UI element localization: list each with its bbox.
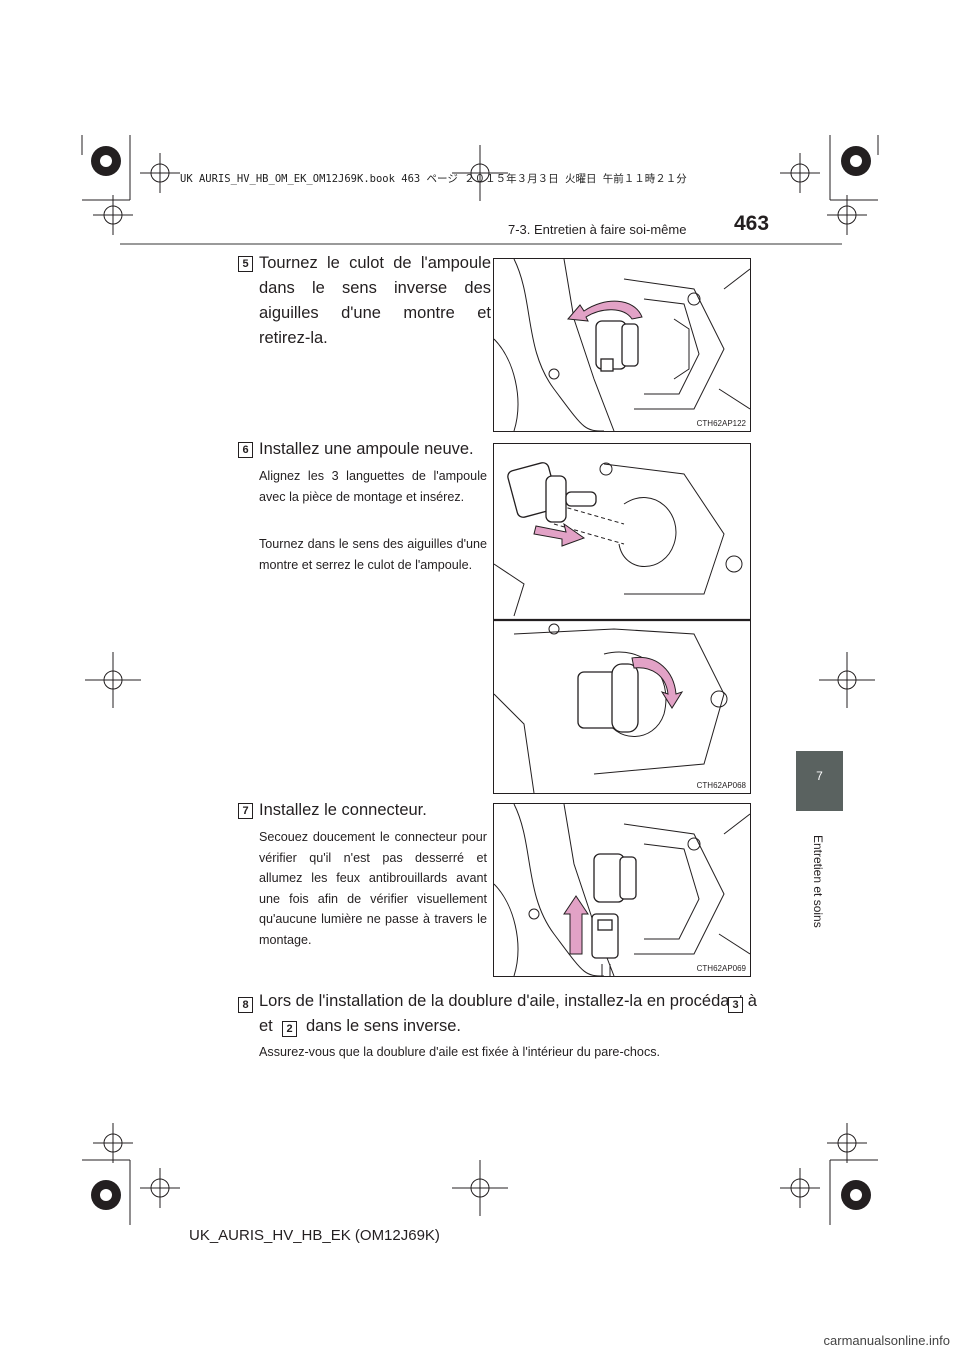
- bulb-socket-drawing: [593, 853, 637, 903]
- crosshair-upper-left: [93, 195, 133, 235]
- new-bulb-drawing: [507, 462, 597, 523]
- step-number-8: 8: [238, 997, 253, 1013]
- step-5-text: Tournez le culot de l'ampoule dans le se…: [259, 254, 491, 347]
- step-6-text: Installez une ampoule neuve.: [259, 440, 474, 458]
- crosshair-bottom-left: [140, 1168, 180, 1208]
- chapter-label: Entretien et soins: [811, 835, 825, 928]
- step-ref-3: 3: [728, 997, 743, 1013]
- chapter-number: 7: [816, 769, 823, 783]
- clockwise-arrow: [631, 656, 684, 709]
- crosshair-top-center: [452, 145, 508, 201]
- crosshair-lower-left: [93, 1123, 133, 1163]
- figure-remove-bulb: CTH62AP122: [493, 258, 751, 432]
- illustration-remove-bulb: [494, 259, 750, 431]
- print-header: UK AURIS_HV_HB_OM_EK_OM12J69K.book 463 ペ…: [180, 173, 687, 185]
- crosshair-lower-right: [827, 1123, 867, 1163]
- illustration-install-bulb: [494, 462, 750, 793]
- star-target-top-right: [841, 146, 871, 176]
- step-8-text-c: dans le sens inverse.: [306, 1017, 462, 1035]
- step-number-5: 5: [238, 256, 253, 272]
- illustration-install-connector: [494, 804, 750, 976]
- step-7-note: Secouez doucement le connecteur pour vér…: [259, 830, 487, 947]
- crosshair-top-right: [780, 153, 820, 193]
- step-8-text-b: et: [259, 1017, 273, 1035]
- step-number-7: 7: [238, 803, 253, 819]
- header-rule: [120, 243, 842, 245]
- push-up-arrow: [563, 895, 589, 955]
- step-6-note-2: Tournez dans le sens des aiguilles d'une…: [259, 537, 487, 572]
- bulb-in-socket-drawing: [577, 663, 639, 733]
- figure-code: CTH62AP069: [696, 964, 746, 973]
- connector-drawing: [591, 913, 619, 959]
- page-number: 463: [734, 212, 770, 235]
- figure-code: CTH62AP068: [696, 781, 746, 790]
- section-title: 7-3. Entretien à faire soi-même: [508, 222, 687, 237]
- crosshair-upper-right: [827, 195, 867, 235]
- star-target-bottom-right: [841, 1180, 871, 1210]
- crosshair-bottom-right: [780, 1168, 820, 1208]
- crosshair-bottom-center: [452, 1160, 508, 1216]
- figure-install-connector: CTH62AP069: [493, 803, 751, 977]
- step-6-note-1: Alignez les 3 languettes de l'ampoule av…: [259, 469, 487, 504]
- star-target-bottom-left: [91, 1180, 121, 1210]
- figure-code: CTH62AP122: [696, 419, 746, 428]
- insert-arrow: [533, 522, 586, 547]
- step-8-text-a: Lors de l'installation de la doublure d'…: [259, 992, 757, 1010]
- chapter-tab: [796, 751, 843, 811]
- figure-install-bulb: CTH62AP068: [493, 443, 751, 794]
- crosshair-mid-right: [819, 652, 875, 708]
- footer-code: UK_AURIS_HV_HB_EK (OM12J69K): [189, 1227, 440, 1244]
- counterclockwise-arrow: [566, 300, 643, 322]
- step-7-text: Installez le connecteur.: [259, 801, 427, 819]
- crosshair-top-left: [140, 153, 180, 193]
- step-number-6: 6: [238, 442, 253, 458]
- bulb-socket-drawing: [595, 320, 639, 372]
- star-target-top-left: [91, 146, 121, 176]
- step-ref-2: 2: [282, 1021, 297, 1037]
- step-8-note: Assurez-vous que la doublure d'aile est …: [259, 1045, 661, 1059]
- watermark: carmanualsonline.info: [823, 1333, 950, 1348]
- crosshair-mid-left: [85, 652, 141, 708]
